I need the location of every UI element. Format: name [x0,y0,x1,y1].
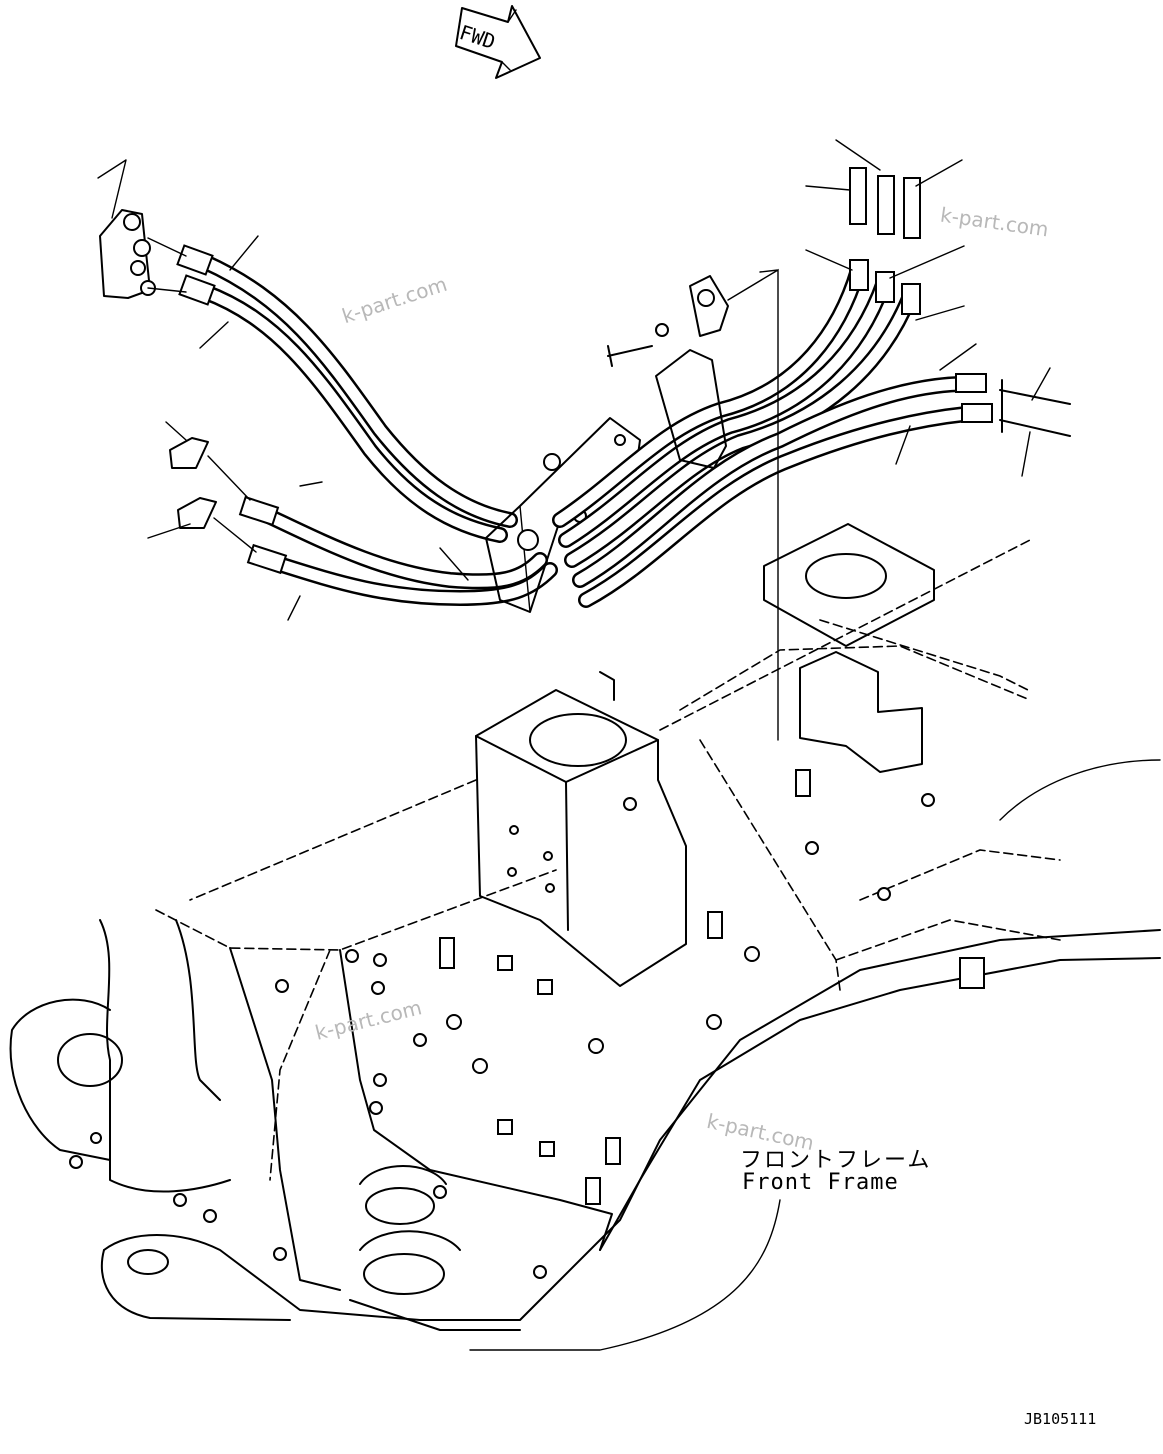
front-frame-label-en: Front Frame [742,1170,899,1195]
drawing-id: JB105111 [1024,1410,1097,1428]
hose-assembly [97,139,1071,741]
front-frame-label-jp: フロントフレーム [740,1148,932,1173]
front-frame [9,523,1161,1351]
mounting-bracket [607,268,779,741]
valve-block [97,159,156,299]
fwd-arrow-icon [455,5,541,79]
